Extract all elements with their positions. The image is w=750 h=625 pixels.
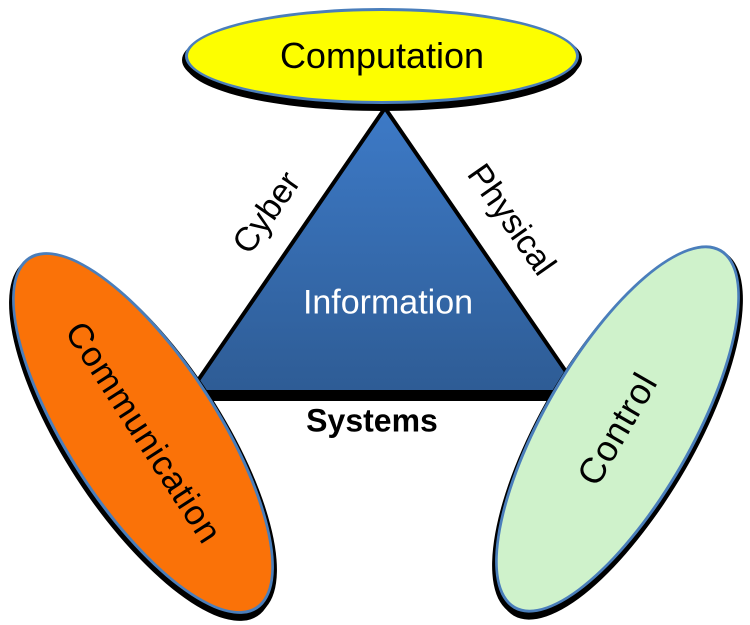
control-node: Control: [410, 211, 750, 625]
systems-edge-label: Systems: [306, 402, 438, 439]
communication-node: Communication: [0, 215, 353, 625]
computation-label: Computation: [279, 35, 485, 76]
triangle-shape: [188, 106, 582, 394]
control-label: Control: [568, 365, 666, 493]
triangle-center-label: Information: [302, 283, 474, 322]
computation-node: Computation: [185, 8, 579, 104]
computation-ellipse: Computation: [185, 8, 579, 104]
